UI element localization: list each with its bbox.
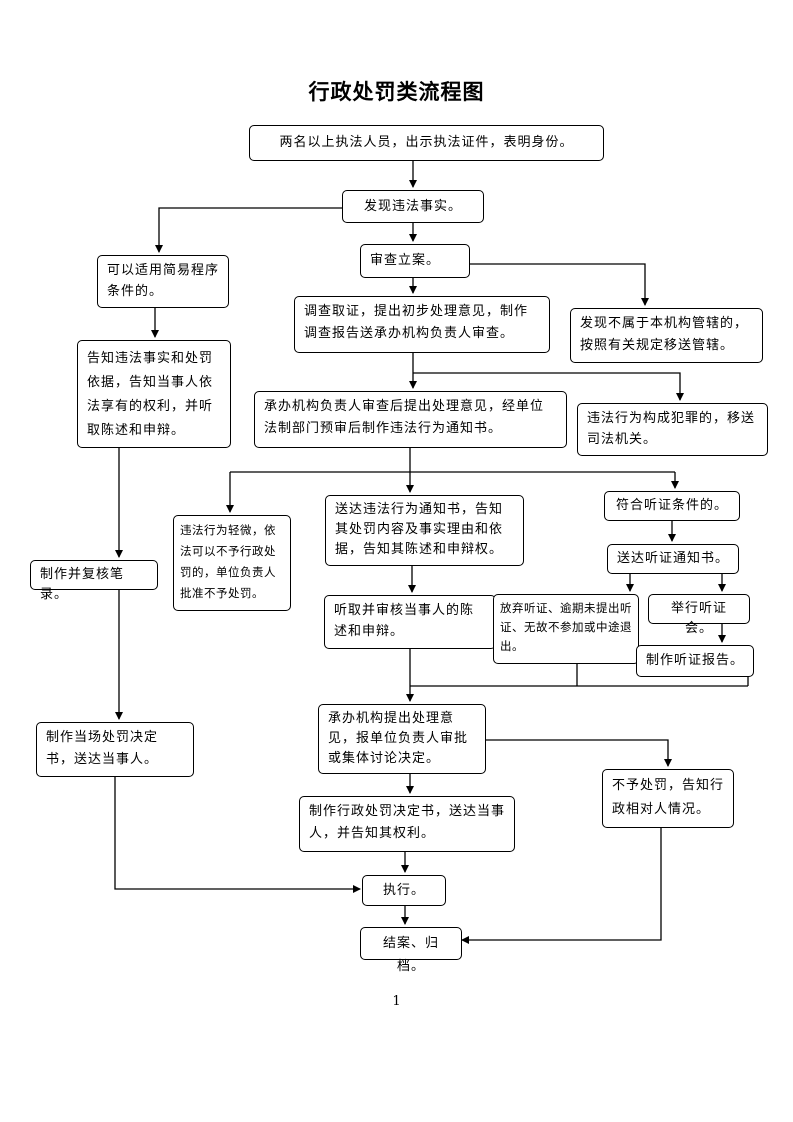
node-onsite-decision: 制作当场处罚决定书，送达当事人。 — [36, 722, 194, 777]
node-discover: 发现违法事实。 — [342, 190, 484, 223]
node-hearing-notice: 送达听证通知书。 — [607, 544, 739, 574]
node-execute: 执行。 — [362, 875, 446, 906]
node-hold-hearing: 举行听证会。 — [648, 594, 750, 636]
node-investigate: 调查取证，提出初步处理意见，制作调查报告送承办机构负责人审查。 — [294, 296, 550, 353]
node-start: 两名以上执法人员，出示执法证件，表明身份。 — [249, 125, 604, 161]
node-notice-prep: 承办机构负责人审查后提出处理意见，经单位法制部门预审后制作违法行为通知书。 — [254, 391, 567, 448]
node-hearing-report: 制作听证报告。 — [636, 645, 754, 677]
arrow-propose-to-nopenalty — [486, 739, 672, 767]
node-deliver-notice: 送达违法行为通知书，告知其处罚内容及事实理由和依据，告知其陈述和申辩权。 — [325, 495, 524, 566]
page-number: 1 — [392, 994, 401, 1009]
node-file-case: 审查立案。 — [360, 244, 470, 278]
node-minor-violation: 违法行为轻微，依法可以不予行政处罚的，单位负责人批准不予处罚。 — [173, 515, 291, 611]
arrow-onsite-to-execute — [114, 777, 361, 893]
node-simple-condition: 可以适用简易程序条件的。 — [97, 255, 229, 308]
node-waive-hearing: 放弃听证、逾期未提出听证、无故不参加或中途退出。 — [493, 594, 639, 664]
node-listen-review: 听取并审核当事人的陈述和申辩。 — [324, 595, 496, 649]
arrow-to-crime — [413, 372, 684, 401]
node-close-archive: 结案、归档。 — [360, 927, 462, 974]
node-hearing-condition: 符合听证条件的。 — [604, 491, 740, 521]
node-propose-decision: 承办机构提出处理意见，报单位负责人审批或集体讨论决定。 — [318, 704, 486, 774]
node-penalty-decision: 制作行政处罚决定书，送达当事人，并告知其权利。 — [299, 796, 515, 852]
node-no-penalty: 不予处罚，告知行政相对人情况。 — [602, 769, 734, 828]
node-review-record: 制作并复核笔录。 — [30, 560, 158, 602]
node-crime-transfer: 违法行为构成犯罪的，移送司法机关。 — [577, 403, 768, 456]
arrow-nopenalty-to-close — [461, 828, 662, 944]
node-not-jurisdiction: 发现不属于本机构管辖的，按照有关规定移送管辖。 — [570, 308, 763, 363]
arrow-discover-to-simple — [155, 207, 342, 253]
node-inform-simple: 告知违法事实和处罚依据，告知当事人依法享有的权利，并听取陈述和申辩。 — [77, 340, 231, 448]
page-title: 行政处罚类流程图 — [308, 80, 485, 104]
arrow-file-to-jurisdiction — [470, 263, 649, 306]
